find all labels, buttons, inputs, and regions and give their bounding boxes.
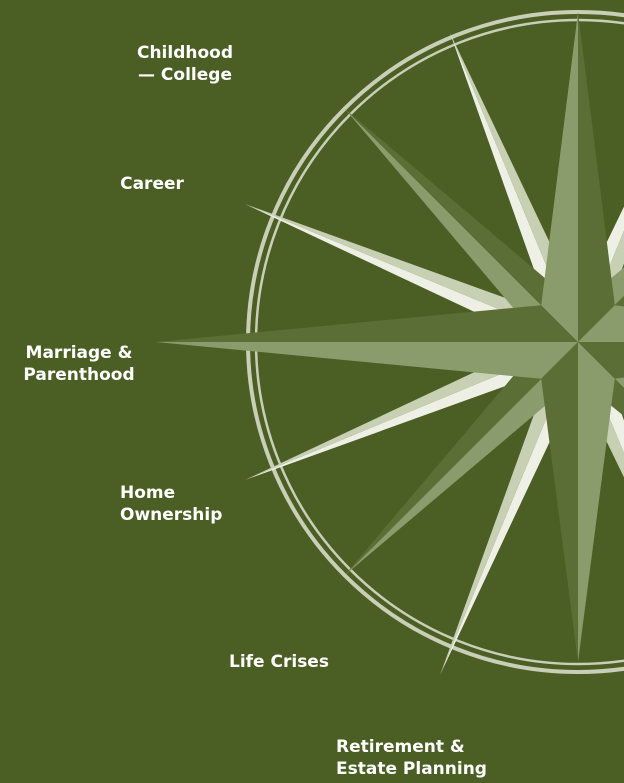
label-home-line1: Home (120, 483, 176, 503)
label-home-ownership: Home Ownership (120, 482, 222, 526)
label-retirement-estate: Retirement & Estate Planning (336, 736, 487, 780)
label-marriage-parenthood: Marriage & Parenthood (14, 342, 144, 386)
compass-minor-point-shade (245, 342, 578, 480)
compass-cardinal-point-light (578, 342, 615, 662)
compass-star (156, 12, 624, 675)
compass-minor-point-light (449, 32, 578, 342)
compass-intermediate-point-dark (344, 342, 578, 576)
label-marriage-line1: Marriage & (25, 343, 133, 363)
label-retirement-line1: Retirement & (336, 737, 465, 757)
label-career-line1: Career (120, 174, 184, 194)
compass-minor-point-shade (245, 204, 578, 342)
label-career: Career (110, 173, 194, 195)
compass-minor-point-shade (449, 32, 578, 342)
compass-cardinal-point-light (541, 12, 578, 342)
compass-intermediate-point-dark (344, 108, 578, 342)
label-childhood-college: Childhood — College (126, 42, 244, 86)
compass-cardinal-point-dark (578, 12, 615, 342)
compass-cardinal-point-dark (541, 342, 578, 662)
compass-cardinal-point-dark (578, 342, 624, 379)
label-home-line2: Ownership (120, 505, 223, 525)
compass-minor-point-shade (440, 342, 578, 675)
label-childhood-line2: — College (138, 65, 232, 85)
label-childhood-line1: Childhood (136, 43, 234, 63)
label-marriage-line2: Parenthood (23, 365, 135, 385)
label-life-crises: Life Crises (229, 651, 329, 673)
compass-cardinal-point-light (578, 305, 624, 342)
compass-minor-point-light (245, 342, 578, 480)
compass-cardinal-point-dark (156, 305, 578, 342)
compass-cardinal-point-light (156, 342, 578, 379)
label-crises-line1: Life Crises (229, 652, 329, 672)
label-retirement-line2: Estate Planning (336, 759, 487, 779)
